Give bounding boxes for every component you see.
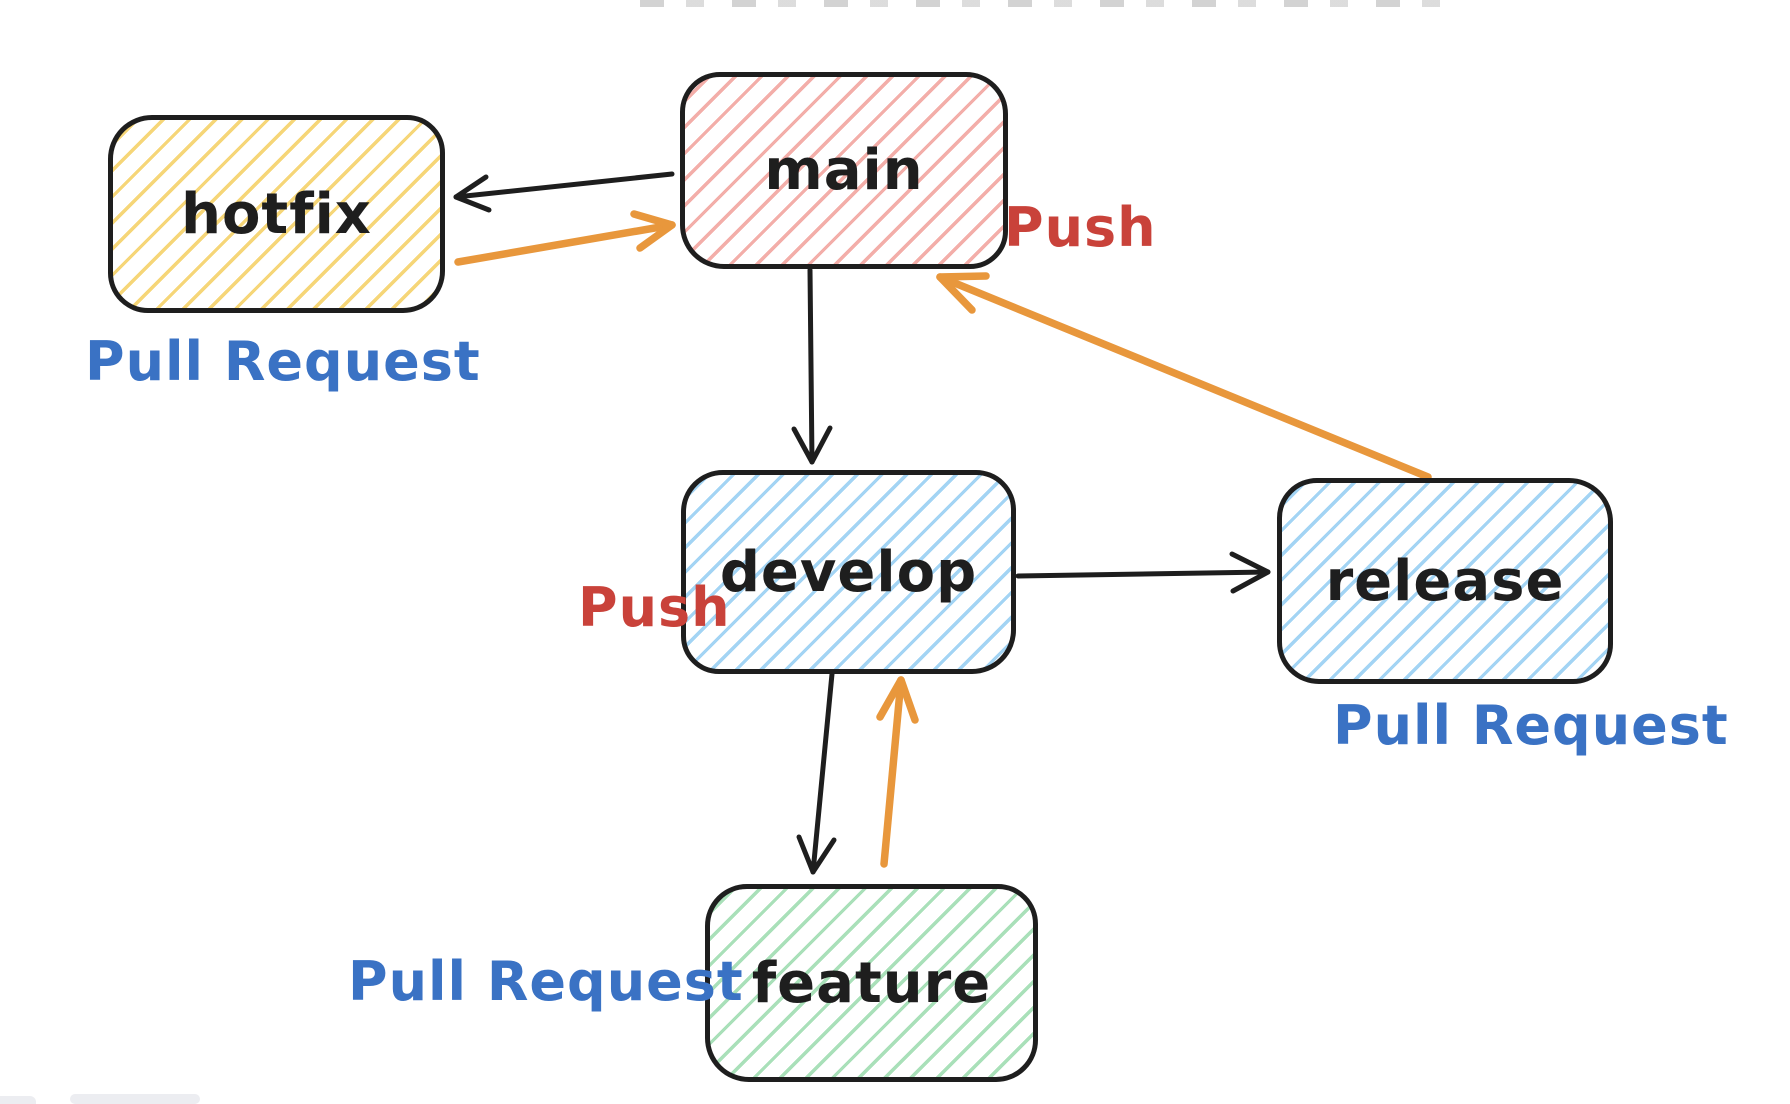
arrow-develop-to-feature-shaft <box>810 671 835 875</box>
arrow-release-to-main-head <box>936 272 990 314</box>
node-hotfix[interactable]: hotfix <box>108 115 445 313</box>
arrow-develop-to-release-shaft <box>1015 569 1271 579</box>
arrow-release-to-main-shaft <box>936 273 1432 481</box>
node-develop-label: develop <box>719 539 978 605</box>
arrow-develop-to-release <box>1015 551 1271 594</box>
arrow-develop-to-release-head <box>1229 551 1271 594</box>
node-develop[interactable]: develop <box>681 470 1016 674</box>
arrow-hotfix-to-main-shaft <box>454 221 676 266</box>
label-pull-request-release: Pull Request <box>1333 694 1729 757</box>
clipped-bottom-left-pill <box>70 1094 200 1104</box>
node-release-label: release <box>1325 548 1565 614</box>
arrow-main-to-develop-shaft <box>807 267 815 465</box>
arrow-develop-to-feature-head <box>796 834 837 875</box>
node-feature-label: feature <box>751 950 992 1016</box>
node-main[interactable]: main <box>680 72 1008 269</box>
arrow-main-to-develop-head <box>791 425 833 465</box>
clipped-top-text-fragments <box>640 0 1450 7</box>
arrow-release-to-main <box>936 272 1432 481</box>
arrow-main-to-hotfix <box>453 171 675 213</box>
node-main-label: main <box>764 138 924 203</box>
node-release[interactable]: release <box>1277 478 1613 684</box>
arrow-feature-to-develop <box>876 676 919 868</box>
arrow-hotfix-to-main <box>454 210 676 266</box>
arrow-main-to-hotfix-shaft <box>453 171 675 200</box>
arrow-develop-to-feature <box>796 671 837 875</box>
arrow-feature-to-develop-head <box>876 676 919 724</box>
node-feature[interactable]: feature <box>705 884 1038 1082</box>
label-push-develop: Push <box>578 576 731 639</box>
node-hotfix-label: hotfix <box>181 181 372 247</box>
label-pull-request-feature: Pull Request <box>348 950 744 1013</box>
label-pull-request-hotfix: Pull Request <box>85 330 481 393</box>
arrow-feature-to-develop-shaft <box>880 676 905 868</box>
arrow-main-to-hotfix-head <box>453 174 492 213</box>
label-push-main: Push <box>1004 196 1157 259</box>
arrow-main-to-develop <box>791 267 833 465</box>
clipped-bottom-left-shape <box>0 1096 36 1104</box>
arrow-hotfix-to-main-head <box>630 210 676 252</box>
